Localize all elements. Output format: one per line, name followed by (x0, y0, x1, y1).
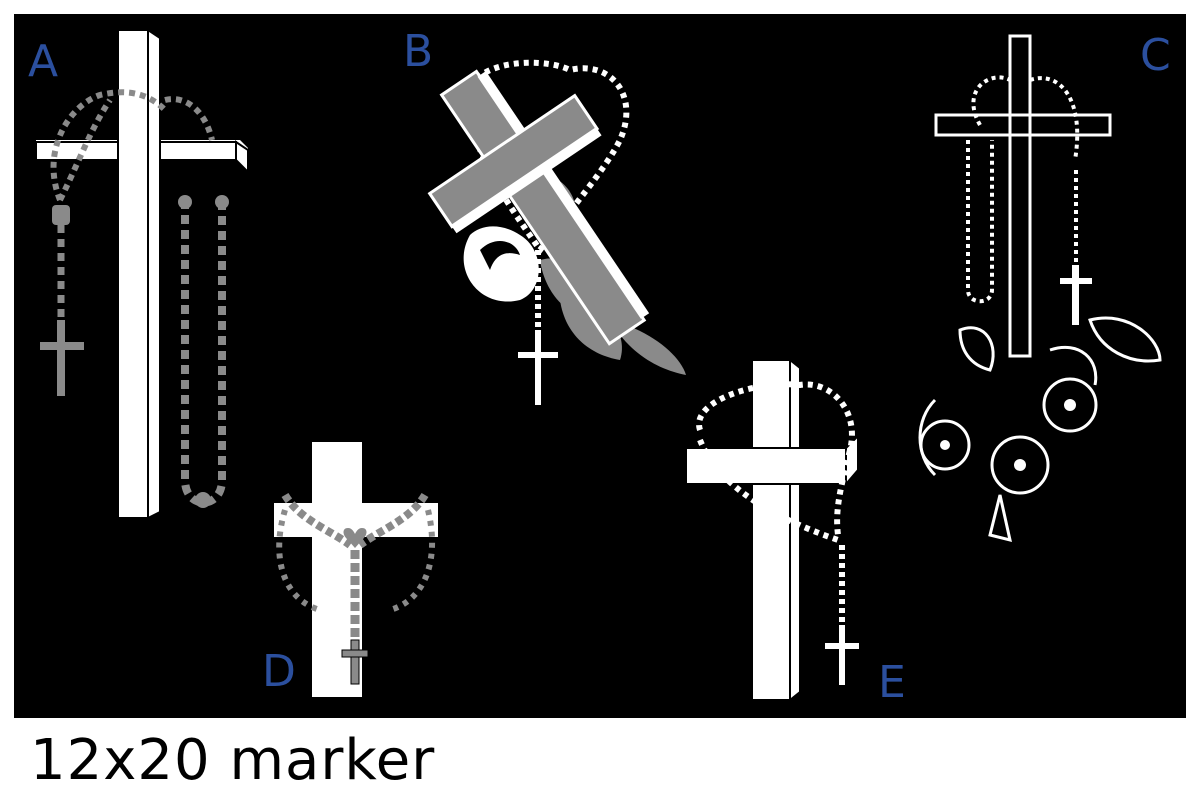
design-e-cross-with-heart-rosary (685, 357, 859, 703)
marker-designs: A B C D E (28, 26, 1171, 708)
label-a: A (28, 36, 58, 87)
label-b: B (403, 26, 433, 77)
caption-text: 12x20 marker (30, 728, 436, 793)
label-e: E (878, 657, 906, 708)
design-c-outline-cross-with-dogwood (918, 34, 1162, 543)
label-c: C (1140, 30, 1171, 81)
label-d: D (262, 646, 296, 697)
design-d-cross-with-heart-rosary (274, 442, 438, 697)
design-a-cross-with-rosary (35, 28, 249, 520)
design-b-tilted-cross-with-rose (427, 59, 686, 405)
